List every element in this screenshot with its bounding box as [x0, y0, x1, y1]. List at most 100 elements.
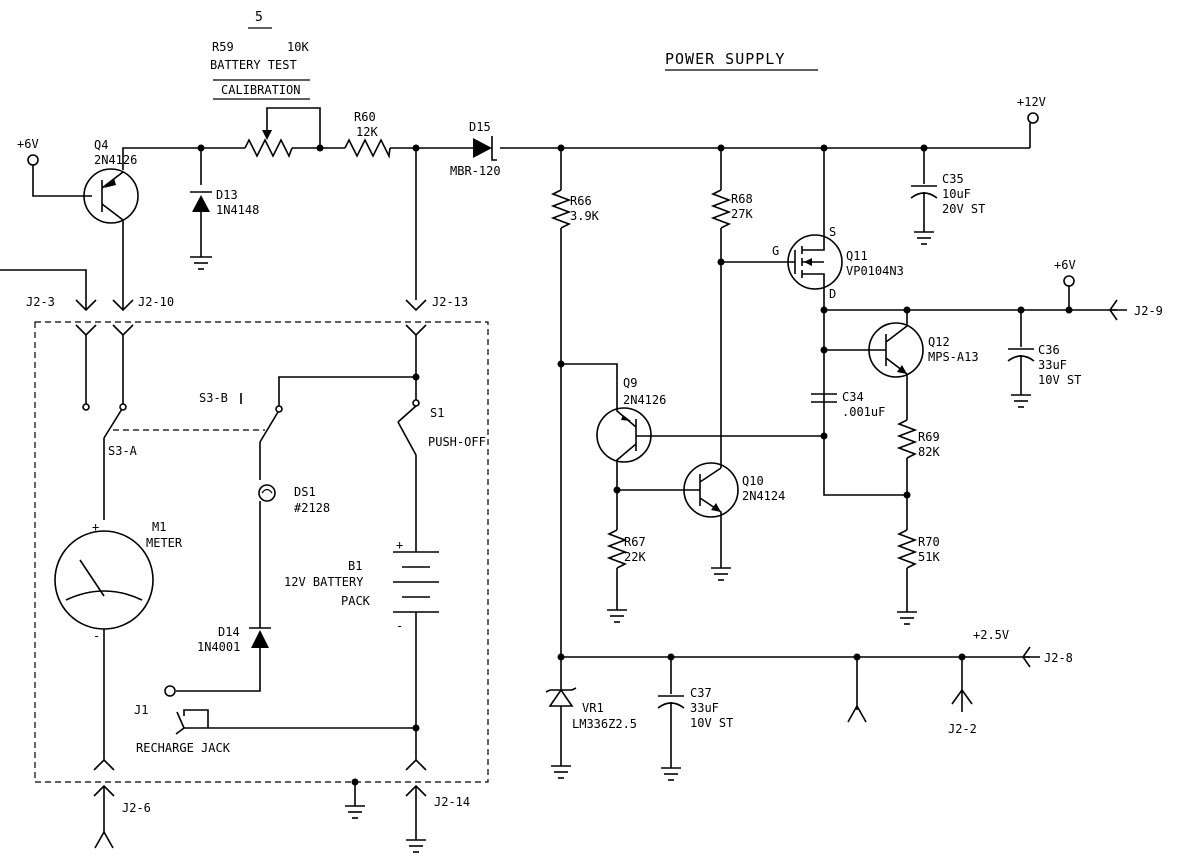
r66-value: 3.9K	[570, 209, 600, 223]
j1-name: RECHARGE JACK	[136, 741, 231, 755]
r59-label: R59	[212, 40, 234, 54]
q4-transistor	[83, 168, 139, 300]
connector-j2-3	[0, 269, 97, 411]
c35-v2: 20V ST	[942, 202, 985, 216]
c36-label: C36	[1038, 343, 1060, 357]
j2-2-label: J2-2	[948, 722, 977, 736]
top-rail-wires	[122, 112, 1039, 170]
q10-transistor	[613, 462, 739, 581]
j2-3-label: J2-3	[26, 295, 55, 309]
box-ground	[345, 778, 365, 819]
q9-transistor	[596, 395, 824, 530]
j2-13-label: J2-13	[432, 295, 468, 309]
d15-label: D15	[469, 120, 491, 134]
m1-name: METER	[146, 536, 183, 550]
q12-transistor	[820, 306, 924, 420]
d14-part: 1N4001	[197, 640, 240, 654]
sheet-number: 5	[248, 10, 272, 29]
d14-diode	[164, 627, 271, 697]
r59-name: BATTERY TEST	[210, 58, 297, 72]
s1-name: PUSH-OFF	[428, 435, 486, 449]
c36-v2: 10V ST	[1038, 373, 1081, 387]
j1-label: J1	[134, 703, 148, 717]
d13-part: 1N4148	[216, 203, 259, 217]
plus6v-left-terminal	[27, 154, 92, 197]
c35-v1: 10uF	[942, 187, 971, 201]
c35-capacitor	[910, 144, 938, 245]
connector-j2-6	[93, 758, 115, 849]
vr1-reference	[545, 660, 577, 779]
q4-label: Q4	[94, 138, 108, 152]
r70-label: R70	[918, 535, 940, 549]
r68-label: R68	[731, 192, 753, 206]
plus12v-label: +12V	[1017, 95, 1046, 109]
q11-source-label: S	[829, 225, 836, 239]
q11-part: VP0104N3	[846, 264, 904, 278]
r69-label: R69	[918, 430, 940, 444]
sheet-number-text: 5	[255, 10, 263, 25]
r68-value: 27K	[731, 207, 753, 221]
s3a-label: S3-A	[108, 444, 138, 458]
c34-value: .001uF	[842, 405, 885, 419]
r69-resistor	[896, 419, 918, 530]
r59-value: 10K	[287, 40, 309, 54]
connector-j2-10	[112, 299, 134, 411]
schematic-title: POWER SUPPLY	[665, 50, 818, 71]
r60-label: R60	[354, 110, 376, 124]
s1-switch	[397, 405, 417, 552]
q12-label: Q12	[928, 335, 950, 349]
r70-value: 51K	[918, 550, 940, 564]
c37-capacitor	[657, 657, 685, 781]
r60-resistor	[344, 138, 420, 300]
r67-label: R67	[624, 535, 646, 549]
plus6v-right-label: +6V	[1054, 258, 1076, 272]
d14-label: D14	[218, 625, 240, 639]
r60-value: 12K	[356, 125, 378, 139]
d13-label: D13	[216, 188, 238, 202]
s3-switch	[103, 393, 283, 520]
c37-v1: 33uF	[690, 701, 719, 715]
j2-8-label: J2-8	[1044, 651, 1073, 665]
c34-label: C34	[842, 390, 864, 404]
battery-module-box	[34, 321, 489, 783]
c36-v1: 33uF	[1038, 358, 1067, 372]
component-labels: R59 10K BATTERY TEST CALIBRATION R60 12K…	[17, 40, 1163, 815]
q11-gate-label: G	[772, 244, 779, 258]
s1-label: S1	[430, 406, 444, 420]
q10-part: 2N4124	[742, 489, 785, 503]
r69-value: 82K	[918, 445, 940, 459]
plus6v-left-label: +6V	[17, 137, 39, 151]
m1-plus: +	[92, 520, 99, 534]
q11-drain-label: D	[829, 287, 836, 301]
b1-name: 12V BATTERY	[284, 575, 364, 589]
q9-label: Q9	[623, 376, 637, 390]
title-text: POWER SUPPLY	[665, 50, 785, 68]
vr1-part: LM336Z2.5	[572, 717, 637, 731]
r59-name2: CALIBRATION	[221, 83, 300, 97]
plus6v-right-rail	[820, 275, 1127, 321]
j2-9-label: J2-9	[1134, 304, 1163, 318]
q11-mosfet	[787, 144, 907, 496]
connector-j2-14	[405, 758, 427, 853]
q4-part: 2N4126	[94, 153, 137, 167]
vr1-label: VR1	[582, 701, 604, 715]
j2-10-label: J2-10	[138, 295, 174, 309]
r59-potentiometer	[244, 107, 324, 158]
j2-14-label: J2-14	[434, 795, 470, 809]
d15-part: MBR-120	[450, 164, 501, 178]
b1-label: B1	[348, 559, 362, 573]
c37-label: C37	[690, 686, 712, 700]
q9-part: 2N4126	[623, 393, 666, 407]
c36-capacitor	[1007, 310, 1035, 408]
m1-meter	[54, 530, 154, 760]
d15-diode	[473, 136, 497, 161]
r67-resistor	[606, 529, 628, 623]
q12-part: MPS-A13	[928, 350, 979, 364]
b1-minus: -	[396, 619, 403, 633]
plus2-5v-rail	[557, 646, 1040, 723]
j1-jack	[175, 709, 416, 735]
d13-diode	[190, 144, 212, 270]
ds1-label: DS1	[294, 485, 316, 499]
r67-value: 22K	[624, 550, 646, 564]
